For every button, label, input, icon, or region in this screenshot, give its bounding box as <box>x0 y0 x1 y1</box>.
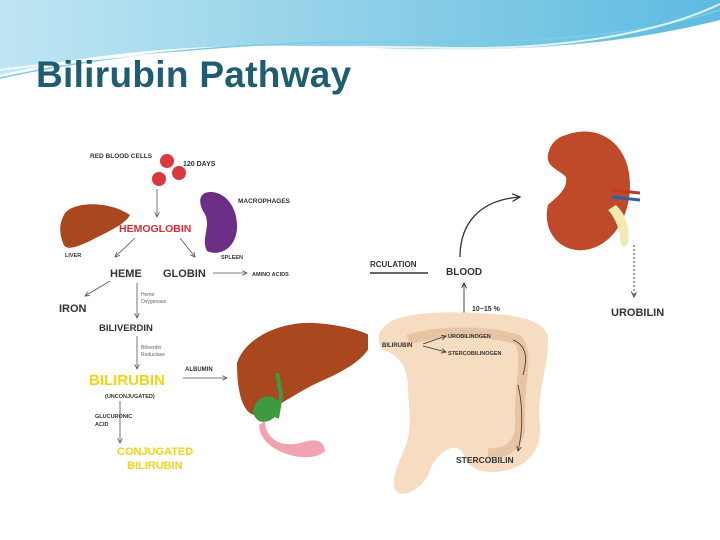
heme-catabolism-diagram: RED BLOOD CELLS 120 DAYS LIVER MACROPHAG… <box>55 133 375 493</box>
label-hemoglobin: HEMOGLOBIN <box>119 223 191 235</box>
label-unconjugated: (UNCONJUGATED) <box>105 394 155 400</box>
label-percent: 10−15 % <box>472 306 501 313</box>
label-bilirubin-unconjugated: BILIRUBIN <box>89 372 165 389</box>
duodenum-icon <box>259 421 325 458</box>
bile-duct-icon <box>275 372 284 419</box>
label-stercobilin: STERCOBILIN <box>456 455 514 465</box>
label-circulation: RCULATION <box>370 260 417 269</box>
label-heme-oxygenase-1: Heme <box>141 292 155 298</box>
renal-artery-icon <box>611 188 641 195</box>
label-conjugated-bilirubin-2: BILIRUBIN <box>127 460 183 472</box>
label-macrophages: MACROPHAGES <box>238 198 291 205</box>
label-120-days: 120 DAYS <box>183 161 216 168</box>
label-albumin: ALBUMIN <box>185 367 213 373</box>
liver-icon <box>60 204 130 248</box>
label-biliverdin-reductase-1: Biliverdin <box>141 345 162 351</box>
label-biliverdin-reductase-2: Reductase <box>141 352 165 358</box>
spleen-icon <box>200 192 238 253</box>
label-conjugated-bilirubin-1: CONJUGATED <box>117 446 193 458</box>
label-heme: HEME <box>110 268 142 280</box>
header-swoosh <box>0 0 720 79</box>
label-red-blood-cells: RED BLOOD CELLS <box>90 153 153 160</box>
label-urobilinogen: UROBILINOGEN <box>448 334 491 340</box>
slide-title: Bilirubin Pathway <box>36 54 352 95</box>
label-heme-oxygenase-2: Oxygenase <box>141 299 167 305</box>
label-stercobilinogen: STERCOBILINOGEN <box>448 351 502 357</box>
kidney-icon <box>546 131 630 251</box>
liver-large-icon <box>237 322 373 416</box>
label-biliverdin: BILIVERDIN <box>99 323 153 334</box>
label-bilirubin-intestine: BILIRUBIN <box>382 343 412 349</box>
rbc-icon <box>160 154 174 168</box>
label-glucuronic-acid-2: ACID <box>95 422 108 428</box>
label-blood: BLOOD <box>446 267 482 278</box>
rbc-icon <box>172 166 186 180</box>
label-amino-acids: AMINO ACIDS <box>252 272 289 278</box>
label-glucuronic-acid-1: GLUCURONIC <box>95 414 132 420</box>
renal-vein-icon <box>611 195 641 202</box>
label-globin: GLOBIN <box>163 268 206 280</box>
label-liver-small: LIVER <box>65 253 81 259</box>
excretion-diagram: UROBILIN RCULATION BLOOD 10−15 % BILIRUB… <box>368 125 678 505</box>
label-urobilin: UROBILIN <box>611 307 664 319</box>
gallbladder-icon <box>253 396 280 422</box>
label-spleen: SPLEEN <box>221 255 243 261</box>
intestine-lumen-icon <box>406 327 529 459</box>
ureter-icon <box>608 205 629 247</box>
rbc-icon <box>152 172 166 186</box>
label-iron: IRON <box>59 303 87 315</box>
